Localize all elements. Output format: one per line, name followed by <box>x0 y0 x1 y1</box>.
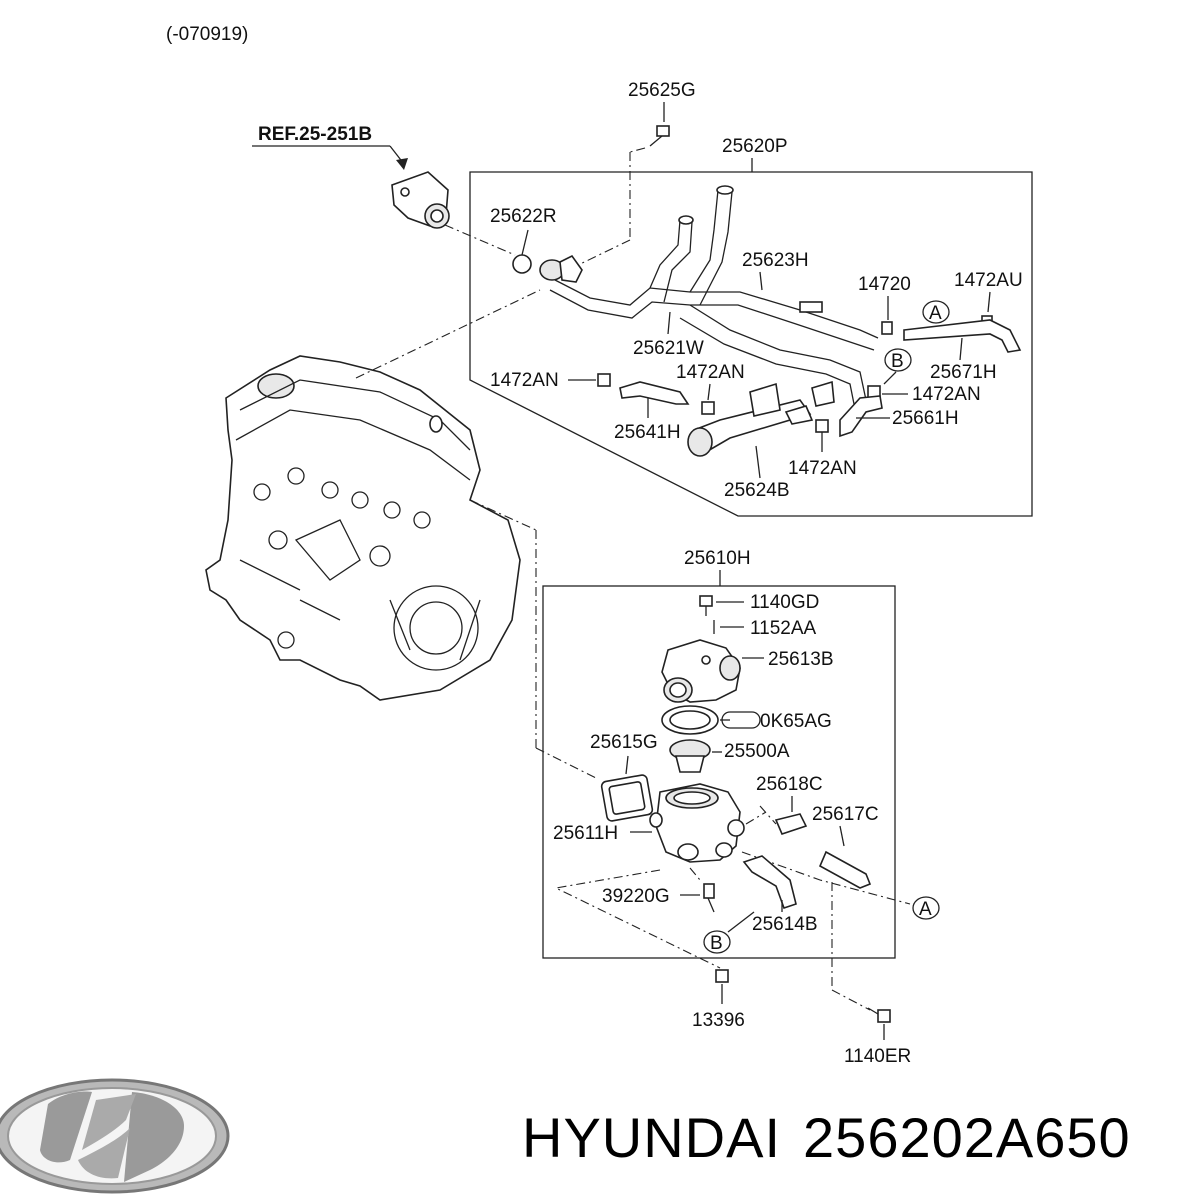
brand-name: HYUNDAI <box>522 1106 782 1169</box>
connector-a-lower: A <box>919 899 932 920</box>
label-1472AN-d: 1472AN <box>788 458 857 479</box>
label-25614B: 25614B <box>752 914 818 935</box>
clamp-1472AN-b <box>701 401 715 415</box>
hose-25661H <box>839 395 883 438</box>
housing-25611H <box>649 783 745 863</box>
label-25611H: 25611H <box>553 823 618 844</box>
bolt-1140GD <box>699 595 713 607</box>
thermostat-25500A <box>669 739 711 773</box>
label-13396: 13396 <box>692 1010 745 1031</box>
label-25615G: 25615G <box>590 732 658 753</box>
gasket-25615G <box>600 774 654 822</box>
housing-25613B <box>661 639 741 703</box>
label-25623H: 25623H <box>742 250 809 271</box>
clamp-1472AN-a <box>597 373 611 387</box>
ref-housing-part <box>391 171 450 229</box>
pipe-25614B <box>742 855 797 910</box>
label-39220G: 39220G <box>602 886 670 907</box>
bolt-1140ER <box>867 1007 891 1023</box>
ref-label: REF.25-251B <box>258 124 372 145</box>
label-25621W: 25621W <box>633 338 704 359</box>
hose-25617C <box>818 850 872 889</box>
pipe-25621W <box>539 185 879 405</box>
label-25671H: 25671H <box>930 362 997 383</box>
footer-caption: HYUNDAI 256202A650 <box>522 1105 1153 1170</box>
label-14720: 14720 <box>858 274 911 295</box>
label-1140GD: 1140GD <box>750 592 819 613</box>
label-25625G: 25625G <box>628 80 696 101</box>
label-25620P: 25620P <box>722 136 788 157</box>
label-25610H: 25610H <box>684 548 751 569</box>
label-1152AA: 1152AA <box>750 618 817 639</box>
tube-25624B <box>687 380 835 457</box>
clamp-14720 <box>881 321 893 335</box>
label-25641H: 25641H <box>614 422 681 443</box>
label-25661H: 25661H <box>892 408 959 429</box>
part-number: 256202A650 <box>803 1106 1131 1169</box>
sensor-39220G <box>703 883 715 913</box>
connector-b-upper: B <box>891 351 904 372</box>
label-1140ER: 1140ER <box>844 1046 911 1067</box>
hose-25641H <box>619 381 690 405</box>
label-1472AN-a: 1472AN <box>490 370 559 391</box>
fitting-25618C <box>774 813 808 835</box>
connector-a-upper: A <box>929 303 942 324</box>
label-25500A: 25500A <box>724 741 790 762</box>
clamp-1472AN-d <box>815 419 829 433</box>
label-25624B: 25624B <box>724 480 790 501</box>
label-25618C: 25618C <box>756 774 823 795</box>
nut-13396 <box>715 969 729 983</box>
connector-b-lower: B <box>710 933 723 954</box>
o-ring-25622R <box>512 254 532 274</box>
date-code: (-070919) <box>166 24 248 45</box>
gasket-0K65AG <box>661 705 719 735</box>
hose-25671H <box>903 319 1022 353</box>
label-0K65AG: 0K65AG <box>760 711 832 732</box>
label-25617C: 25617C <box>812 804 879 825</box>
label-1472AN-c: 1472AN <box>912 384 981 405</box>
bolt-25625G <box>649 125 670 147</box>
label-25613B: 25613B <box>768 649 834 670</box>
label-1472AN-b: 1472AN <box>676 362 745 383</box>
hyundai-logo-icon <box>0 1078 230 1194</box>
label-1472AU: 1472AU <box>954 270 1023 291</box>
engine-block-illustration <box>205 355 521 701</box>
label-25622R: 25622R <box>490 206 557 227</box>
